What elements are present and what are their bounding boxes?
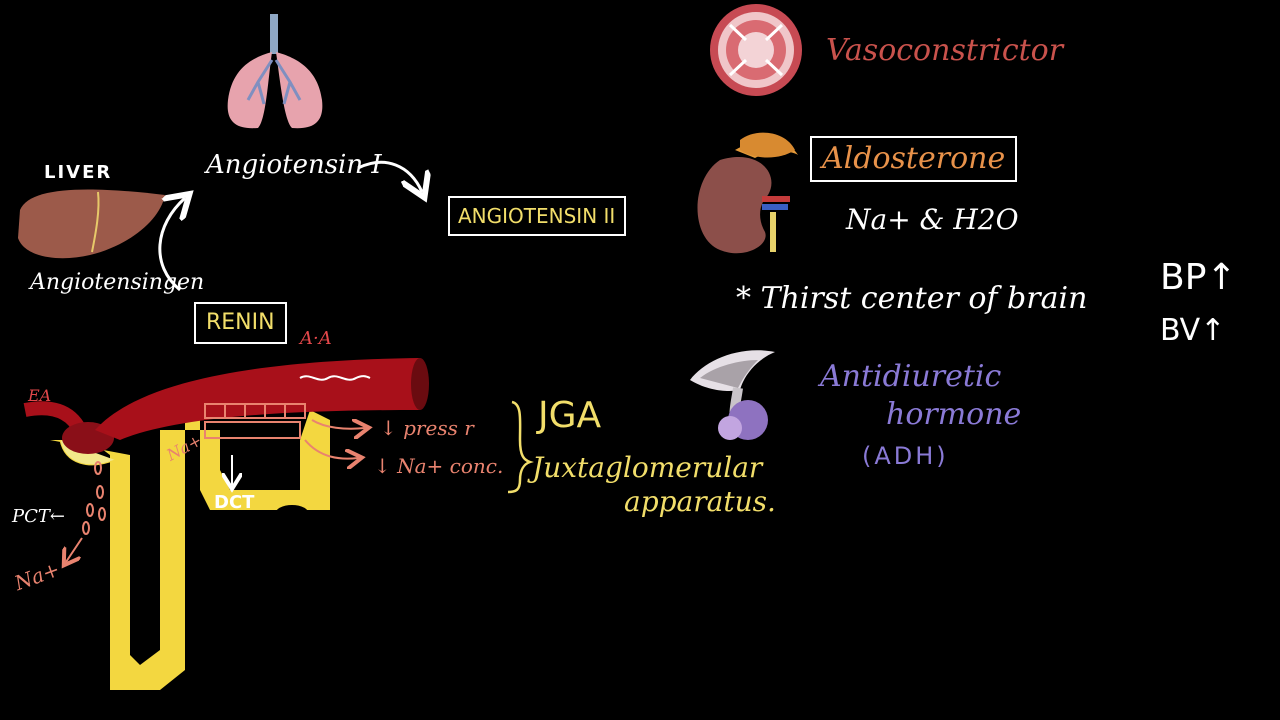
vessel-cross-section-icon — [710, 4, 802, 96]
angiotensin-ii-label: ANGIOTENSIN II — [448, 196, 626, 236]
lungs-icon — [227, 14, 323, 129]
pituitary-icon — [690, 350, 775, 440]
pressure-drop-label: ↓ press r — [380, 416, 474, 440]
angiotensinogen-label: Angiotensingen — [30, 270, 205, 295]
adh-abbreviation-label: (ADH) — [862, 442, 949, 470]
vasoconstrictor-label: Vasoconstrictor — [826, 33, 1064, 68]
dct-label: DCT — [214, 492, 255, 513]
liver-label: LIVER — [44, 162, 113, 183]
hormone-label: hormone — [886, 397, 1022, 432]
blood-pressure-label: BP↑ — [1160, 257, 1237, 298]
jga-label: JGA — [538, 395, 602, 436]
arrow-renin-to-angiotensin-i — [158, 198, 185, 292]
juxtaglomerular-label: Juxtaglomerular — [532, 451, 763, 484]
sodium-water-label: Na+ & H2O — [846, 203, 1019, 236]
jga-brace — [507, 400, 534, 494]
aldosterone-label: Aldosterone — [810, 136, 1018, 182]
kidney-adrenal-icon — [697, 132, 798, 254]
liver-icon — [18, 189, 165, 259]
thirst-center-label: * Thirst center of brain — [736, 281, 1088, 316]
renin-label: RENIN — [194, 302, 287, 344]
sodium-conc-drop-label: ↓ Na+ conc. — [374, 454, 504, 478]
blood-volume-label: BV↑ — [1160, 313, 1226, 348]
arrow-angiotensin-i-to-ii — [357, 160, 422, 192]
antidiuretic-label: Antidiuretic — [820, 359, 1002, 394]
angiotensin-i-label: Angiotensin I — [206, 150, 382, 180]
pct-label: PCT← — [12, 506, 65, 527]
efferent-arteriole-label: EA — [28, 386, 52, 405]
afferent-arteriole-label: A·A — [300, 328, 332, 349]
nephron-icon — [23, 358, 429, 690]
apparatus-label: apparatus. — [624, 485, 776, 518]
